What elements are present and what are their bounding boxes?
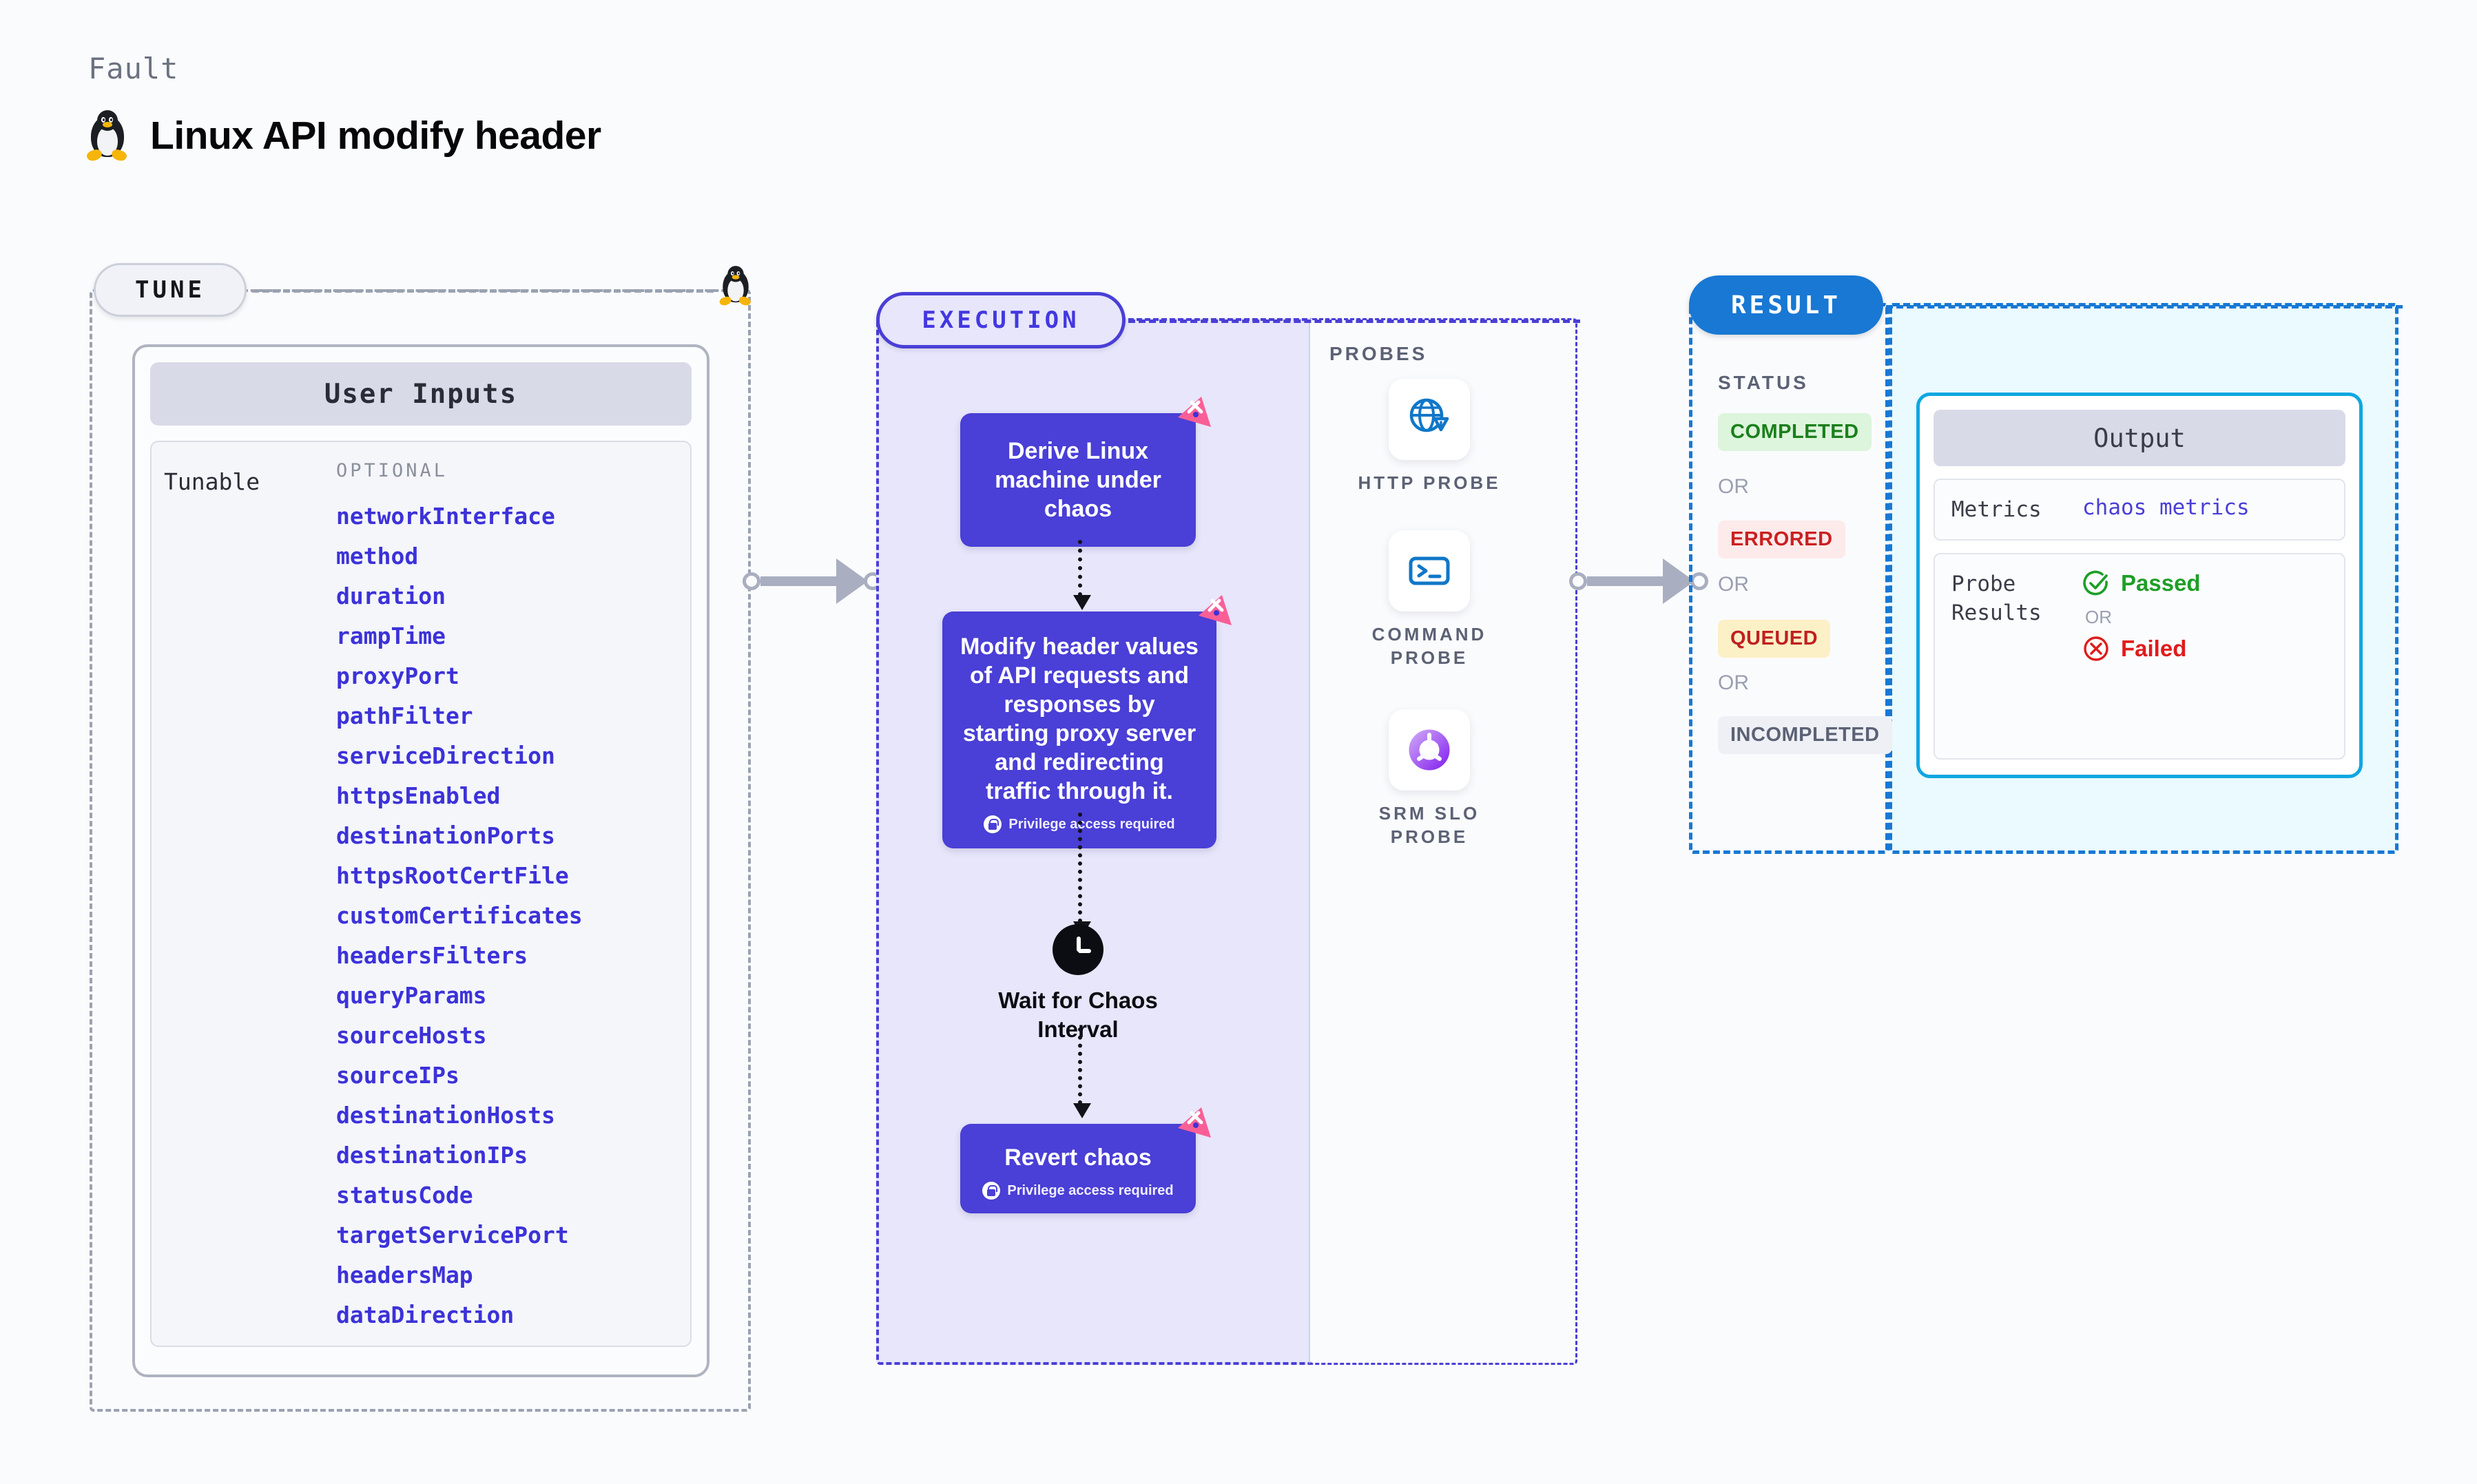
tunable-param[interactable]: serviceDirection (336, 742, 555, 769)
tunable-param[interactable]: destinationPorts (336, 822, 555, 849)
lock-icon (984, 815, 1002, 833)
flow-arrow-3 (1073, 1027, 1091, 1118)
status-or-2: OR (1718, 573, 1749, 596)
output-card: Output Metrics chaos metrics Probe Resul… (1916, 393, 2363, 778)
tune-leader-line (252, 289, 714, 293)
flow-arrow-2 (1073, 813, 1091, 937)
status-badge-completed: COMPLETED (1718, 413, 1872, 451)
privilege-note-modify: Privilege access required (960, 815, 1199, 833)
execution-node-derive-text: Derive Linux machine under chaos (995, 438, 1161, 522)
execution-node-revert-chaos[interactable]: Revert chaos Privilege access required (960, 1124, 1196, 1213)
tunable-param[interactable]: destinationIPs (336, 1142, 528, 1169)
user-inputs-title: User Inputs (150, 362, 692, 426)
connector-execution-to-result (1569, 558, 1708, 604)
tunable-row-label: Tunable (164, 468, 260, 495)
slo-donut-icon (1389, 709, 1470, 791)
probe-http-label: HTTP PROBE (1358, 472, 1501, 493)
globe-warning-icon (1389, 379, 1470, 460)
probe-srm-slo-label: SRM SLO PROBE (1378, 803, 1480, 847)
probe-http[interactable]: HTTP PROBE (1343, 379, 1515, 494)
output-metrics-key: Metrics (1951, 497, 2042, 522)
tunable-param[interactable]: method (336, 543, 419, 569)
execution-node-revert-chaos-text: Revert chaos (1004, 1145, 1152, 1171)
tunable-param[interactable]: queryParams (336, 982, 487, 1009)
tunable-param[interactable]: headersFilters (336, 942, 528, 969)
tunable-param[interactable]: customCertificates (336, 902, 583, 929)
result-leader-line (1886, 305, 2403, 309)
linux-penguin-icon (85, 110, 128, 163)
probe-result-or: OR (2085, 607, 2112, 627)
execution-node-modify-header-text: Modify header values of API requests and… (960, 634, 1199, 804)
probe-result-passed-label: Passed (2121, 570, 2201, 596)
check-circle-icon (2083, 570, 2108, 596)
execution-node-derive[interactable]: Derive Linux machine under chaos (960, 413, 1196, 547)
flow-arrow-1 (1073, 540, 1091, 610)
chaos-flag-icon (1171, 1107, 1211, 1145)
execution-node-modify-header[interactable]: Modify header values of API requests and… (942, 612, 1216, 848)
lock-icon (982, 1182, 1001, 1200)
execution-badge[interactable]: EXECUTION (876, 292, 1126, 348)
privilege-note-modify-text: Privilege access required (1008, 816, 1175, 832)
tunable-param[interactable]: dataDirection (336, 1302, 515, 1328)
page-kicker: Fault (88, 52, 179, 85)
probe-command[interactable]: COMMAND PROBE (1343, 530, 1515, 669)
probe-command-label: COMMAND PROBE (1371, 624, 1487, 668)
tunable-param[interactable]: networkInterface (336, 503, 555, 530)
user-inputs-body: Tunable OPTIONAL networkInterface method d… (150, 441, 692, 1347)
tunable-param[interactable]: headersMap (336, 1262, 473, 1288)
tunable-param[interactable]: proxyPort (336, 662, 459, 689)
page-title: Linux API modify header (150, 114, 601, 158)
output-card-title: Output (1934, 410, 2345, 466)
page-header: Linux API modify header (85, 110, 601, 163)
tunable-param[interactable]: sourceHosts (336, 1022, 487, 1049)
status-section-label: STATUS (1718, 372, 1809, 393)
probes-section-label: PROBES (1329, 343, 1428, 364)
tunable-param[interactable]: pathFilter (336, 702, 473, 729)
connector-tune-to-execution (743, 558, 882, 604)
probe-result-failed-label: Failed (2121, 636, 2187, 661)
status-badge-errored: ERRORED (1718, 521, 1845, 558)
probe-result-passed: Passed (2082, 569, 2328, 597)
tunable-param[interactable]: destinationHosts (336, 1102, 555, 1129)
chaos-flag-icon (1171, 397, 1211, 434)
result-badge[interactable]: RESULT (1689, 275, 1883, 335)
tune-badge[interactable]: TUNE (94, 263, 247, 317)
wait-for-chaos-interval-label: Wait for Chaos Interval (998, 987, 1158, 1042)
tunable-param[interactable]: sourceIPs (336, 1062, 459, 1089)
execution-leader-line (1128, 320, 1580, 323)
x-circle-icon (2084, 636, 2108, 661)
terminal-icon (1389, 530, 1470, 612)
privilege-note-revert-text: Privilege access required (1007, 1182, 1174, 1198)
tunable-param[interactable]: duration (336, 583, 446, 609)
chaos-flag-icon (1192, 595, 1232, 632)
tunable-params-column: OPTIONAL networkInterface method duration r… (336, 460, 683, 1339)
tunable-param[interactable]: rampTime (336, 623, 446, 649)
tunable-param[interactable]: statusCode (336, 1182, 473, 1209)
status-badge-incompleted: INCOMPLETED (1718, 716, 1892, 754)
output-probe-results-key: Probe Results (1951, 572, 2042, 625)
status-or-3: OR (1718, 671, 1749, 694)
clock-icon (1053, 924, 1103, 975)
tune-penguin-icon (716, 260, 755, 311)
status-or-1: OR (1718, 475, 1749, 498)
output-probe-results-row: Probe Results Passed OR Faile (1934, 553, 2345, 760)
probes-region (1309, 318, 1577, 1365)
user-inputs-card: User Inputs Tunable OPTIONAL networkInte… (132, 344, 709, 1377)
privilege-note-revert: Privilege access required (978, 1182, 1178, 1200)
tunable-param[interactable]: httpsEnabled (336, 782, 501, 809)
optional-group-label: OPTIONAL (336, 460, 448, 481)
output-metrics-value[interactable]: chaos metrics (2082, 495, 2250, 520)
probe-result-failed: Failed (2082, 635, 2328, 662)
output-metrics-row: Metrics chaos metrics (1934, 479, 2345, 541)
tunable-param[interactable]: targetServicePort (336, 1222, 569, 1248)
probe-srm-slo[interactable]: SRM SLO PROBE (1343, 709, 1515, 848)
status-badge-queued: QUEUED (1718, 620, 1831, 658)
tunable-param-list: networkInterface method duration rampTime pr… (336, 497, 683, 1335)
tunable-param[interactable]: httpsRootCertFile (336, 862, 569, 889)
